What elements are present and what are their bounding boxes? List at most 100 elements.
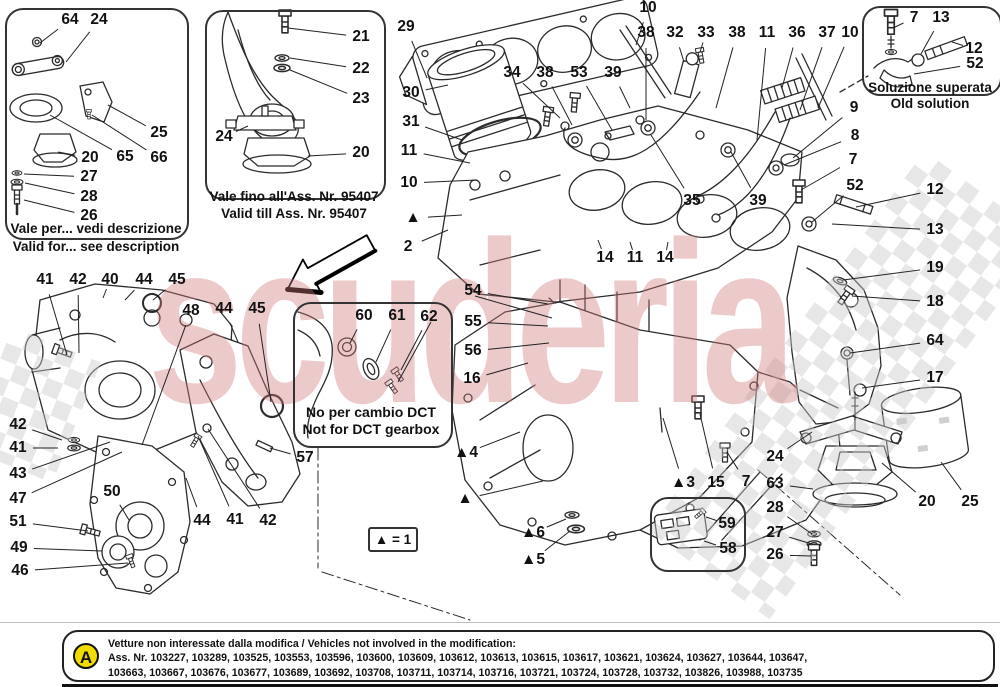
callout-9: 9: [849, 99, 859, 116]
callout-37: 37: [818, 24, 836, 41]
callout-29: 29: [397, 18, 415, 35]
callout-58: 58: [719, 540, 737, 557]
callout-38: 38: [728, 24, 746, 41]
callout-62: 62: [420, 308, 438, 325]
callout-44: 44: [193, 512, 211, 529]
callout-31: 31: [402, 113, 420, 130]
callout-56: 56: [464, 342, 482, 359]
callout-64: 64: [61, 11, 79, 28]
callout-32: 32: [666, 24, 684, 41]
callout-63: 63: [766, 475, 784, 492]
diagram-bottom-edge: [0, 622, 1000, 623]
callout-41: 41: [36, 271, 54, 288]
callout-tri3: ▲3: [671, 474, 695, 491]
callout-60: 60: [355, 307, 373, 324]
callout-13: 13: [926, 221, 944, 238]
callout-10: 10: [400, 174, 418, 191]
callout-24: 24: [766, 448, 784, 465]
callout-22: 22: [352, 60, 370, 77]
callout-64: 64: [926, 332, 944, 349]
callout-61: 61: [388, 307, 406, 324]
callout-26: 26: [766, 546, 784, 563]
inset-old-solution-art: [839, 8, 969, 93]
callout-10: 10: [841, 24, 859, 41]
lower-crankcase: [451, 301, 843, 549]
caption-valid-for-en: Valid for... see description: [12, 239, 180, 254]
callout-27: 27: [80, 168, 98, 185]
callout-14: 14: [596, 249, 614, 266]
callout-41: 41: [226, 511, 244, 528]
callout-57: 57: [296, 449, 314, 466]
callout-39: 39: [604, 64, 622, 81]
callout-33: 33: [697, 24, 715, 41]
callout-tri: ▲: [457, 490, 473, 507]
cylinder-liner: [427, 44, 532, 162]
callout-55: 55: [464, 313, 482, 330]
callout-tri: ▲: [405, 209, 421, 226]
note-a-badge: A: [73, 643, 99, 669]
legend-box: ▲ = 1: [368, 527, 418, 552]
callout-19: 19: [926, 259, 944, 276]
callout-45: 45: [168, 271, 186, 288]
inset-old-solution: [862, 6, 1000, 96]
callout-59: 59: [718, 515, 736, 532]
callout-12: 12: [926, 181, 944, 198]
callout-7: 7: [741, 473, 751, 490]
callout-28: 28: [80, 188, 98, 205]
callout-30: 30: [402, 84, 420, 101]
callout-7: 7: [848, 151, 858, 168]
inset-valid-till-art: [221, 9, 312, 174]
caption-old-solution-en: Old solution: [890, 96, 970, 111]
heat-shield: [880, 386, 970, 469]
callout-34: 34: [503, 64, 521, 81]
callout-20: 20: [352, 144, 370, 161]
callout-27: 27: [766, 524, 784, 541]
callout-11: 11: [626, 249, 644, 266]
inset-valid-till: [205, 10, 386, 200]
direction-arrow: [285, 234, 378, 295]
callout-36: 36: [788, 24, 806, 41]
callout-49: 49: [10, 539, 28, 556]
note-line-1: Vetture non interessate dalla modifica /…: [108, 638, 516, 650]
callout-11: 11: [758, 24, 776, 41]
callout-24: 24: [215, 128, 233, 145]
callout-18: 18: [926, 293, 944, 310]
callout-50: 50: [103, 483, 121, 500]
callout-13: 13: [932, 9, 950, 26]
callout-16: 16: [463, 370, 481, 387]
callout-42: 42: [259, 512, 277, 529]
inset-58-59-art: [653, 508, 708, 546]
callout-11: 11: [400, 142, 418, 159]
inset-valid-for: [5, 8, 189, 240]
callout-12: 12: [965, 40, 983, 57]
callout-28: 28: [766, 499, 784, 516]
callout-10: 10: [639, 0, 657, 16]
callout-52: 52: [966, 55, 984, 72]
callout-42: 42: [69, 271, 87, 288]
callout-45: 45: [248, 300, 266, 317]
callout-25: 25: [150, 124, 168, 141]
callout-48: 48: [182, 302, 200, 319]
callout-20: 20: [918, 493, 936, 510]
callout-26: 26: [80, 207, 98, 224]
callout-46: 46: [11, 562, 29, 579]
callout-42: 42: [9, 416, 27, 433]
side-bracket: [179, 333, 301, 507]
callout-8: 8: [850, 127, 860, 144]
caption-valid-for-it: Vale per... vedi descrizione: [10, 221, 182, 236]
callout-35: 35: [683, 192, 701, 209]
caption-dct-it: No per cambio DCT: [306, 404, 436, 420]
callout-39: 39: [749, 192, 767, 209]
callout-15: 15: [707, 474, 725, 491]
callout-38: 38: [536, 64, 554, 81]
note-line-2: Ass. Nr. 103227, 103289, 103525, 103553,…: [108, 652, 808, 665]
callout-51: 51: [9, 513, 27, 530]
inset-dct-art: [297, 311, 406, 439]
callout-43: 43: [9, 465, 27, 482]
callout-23: 23: [352, 90, 370, 107]
caption-old-solution-it: Soluzione superata: [868, 80, 992, 95]
caption-dct-en: Not for DCT gearbox: [302, 421, 440, 437]
